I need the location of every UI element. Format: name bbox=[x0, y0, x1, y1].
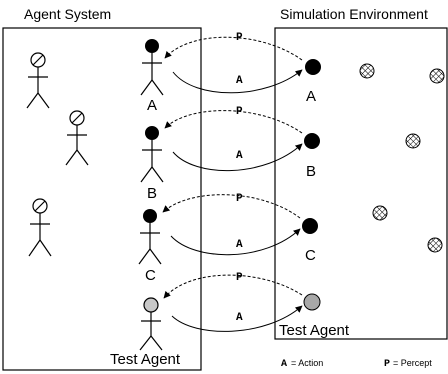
passive-agent bbox=[26, 52, 50, 109]
action-label-c: A bbox=[236, 239, 243, 251]
env-object bbox=[427, 237, 443, 253]
agent-a-label: A bbox=[147, 97, 157, 114]
env-object bbox=[359, 63, 375, 79]
passive-agent bbox=[65, 110, 89, 166]
legend-action-key: A bbox=[281, 359, 287, 370]
agent-system-title: Agent System bbox=[24, 6, 111, 22]
action-arrow-test bbox=[171, 305, 303, 332]
env-object bbox=[372, 205, 388, 221]
action-label-test: A bbox=[236, 312, 243, 324]
agent-a-figure bbox=[140, 39, 164, 96]
simulation-environment-title: Simulation Environment bbox=[280, 6, 428, 22]
action-arrow-a bbox=[172, 69, 303, 94]
percept-arrow-test bbox=[163, 274, 303, 299]
agent-system-box bbox=[2, 27, 202, 371]
agent-c-figure bbox=[138, 209, 162, 265]
percept-arrow-a bbox=[164, 36, 303, 61]
legend: A = Action P = Percept bbox=[281, 358, 432, 370]
simulation-environment-box bbox=[274, 27, 448, 340]
env-object bbox=[405, 133, 421, 149]
legend-percept-key: P bbox=[384, 359, 390, 370]
env-entity-b bbox=[304, 133, 320, 149]
env-object bbox=[429, 68, 445, 84]
agent-c-label: C bbox=[145, 267, 156, 284]
percept-arrow-c bbox=[162, 194, 301, 219]
env-entity-c-label: C bbox=[305, 247, 316, 264]
action-label-a: A bbox=[236, 75, 243, 87]
percept-label-b: P bbox=[236, 106, 243, 118]
action-arrow-b bbox=[172, 143, 303, 172]
legend-percept-text: = Percept bbox=[393, 358, 432, 368]
agent-b-label: B bbox=[147, 185, 157, 202]
env-entity-a-label: A bbox=[306, 88, 316, 105]
env-entity-b-label: B bbox=[306, 163, 316, 180]
action-label-b: A bbox=[236, 150, 243, 162]
percept-label-c: P bbox=[236, 193, 243, 205]
percept-label-test: P bbox=[236, 272, 243, 284]
agent-b-figure bbox=[140, 126, 164, 183]
legend-action-text: = Action bbox=[291, 358, 323, 368]
percept-arrow-b bbox=[164, 110, 303, 134]
passive-agent bbox=[28, 198, 52, 257]
env-entity-a bbox=[305, 59, 321, 75]
action-arrow-c bbox=[170, 228, 301, 256]
env-entity-test-agent bbox=[303, 293, 321, 311]
env-entity-c bbox=[302, 218, 318, 234]
test-agent-label: Test Agent bbox=[110, 351, 181, 368]
test-agent-figure bbox=[139, 297, 163, 351]
percept-label-a: P bbox=[236, 32, 243, 44]
env-entity-test-agent-label: Test Agent bbox=[279, 322, 350, 339]
